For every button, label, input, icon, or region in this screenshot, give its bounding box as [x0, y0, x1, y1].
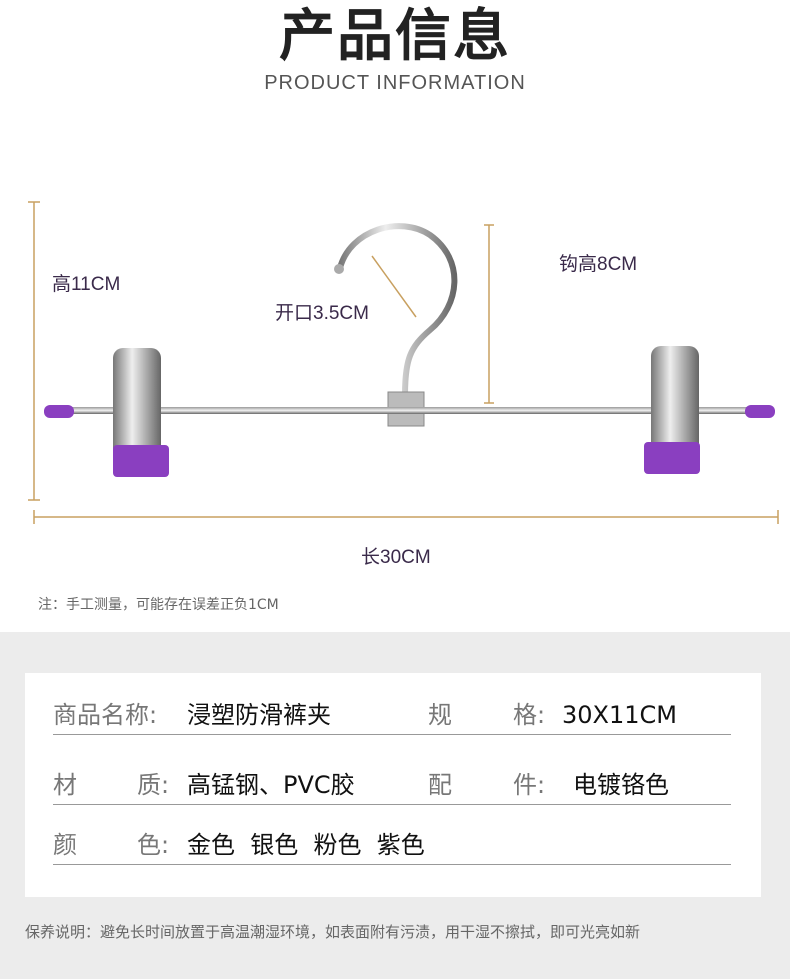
- spec-label: 件:: [513, 771, 546, 799]
- spec-value: 高锰钢、PVC胶: [187, 771, 355, 799]
- hanger-illustration: [28, 201, 779, 524]
- spec-label: 材: [53, 771, 77, 799]
- spec-row: 材 质: 高锰钢、PVC胶 配 件: 电镀铬色: [53, 743, 731, 805]
- spec-label: 颜: [53, 831, 77, 859]
- spec-label: 色:: [137, 831, 170, 859]
- spec-row: 颜 色: 金色 银色 粉色 紫色: [53, 803, 731, 865]
- left-clip: [113, 348, 169, 477]
- height-label: 高11CM: [52, 274, 121, 295]
- spec-value: 30X11CM: [562, 701, 677, 729]
- spec-value: 金色 银色 粉色 紫色: [187, 831, 425, 859]
- dimension-lines: [28, 201, 779, 524]
- spec-label: 配: [428, 771, 452, 799]
- left-end-cap: [44, 405, 74, 418]
- spec-label: 质:: [137, 771, 170, 799]
- hook-height-label: 钩高8CM: [559, 254, 638, 275]
- hook: [337, 223, 458, 398]
- length-label: 长30CM: [361, 547, 431, 568]
- right-end-cap: [745, 405, 775, 418]
- spec-label: 格:: [513, 701, 546, 729]
- measurement-note: 注：手工测量，可能存在误差正负1CM: [38, 597, 279, 613]
- bar: [55, 407, 763, 414]
- right-clip: [644, 346, 700, 474]
- specs-card: 商品名称: 浸塑防滑裤夹 规 格: 30X11CM 材 质: 高锰钢、PVC胶 …: [25, 673, 761, 897]
- spec-row: 商品名称: 浸塑防滑裤夹 规 格: 30X11CM: [53, 673, 731, 735]
- page-subtitle: PRODUCT INFORMATION: [264, 72, 526, 94]
- page-title: 产品信息: [279, 6, 511, 68]
- opening-label: 开口3.5CM: [275, 303, 369, 324]
- hook-tip: [334, 264, 344, 274]
- spec-value: 电镀铬色: [573, 771, 669, 799]
- spec-value: 浸塑防滑裤夹: [187, 701, 331, 729]
- care-instructions: 保养说明：避免长时间放置于高温潮湿环境，如表面附有污渍，用干湿不擦拭，即可光亮如…: [25, 923, 641, 941]
- spec-label: 商品名称:: [53, 701, 158, 729]
- spec-label: 规: [428, 701, 452, 729]
